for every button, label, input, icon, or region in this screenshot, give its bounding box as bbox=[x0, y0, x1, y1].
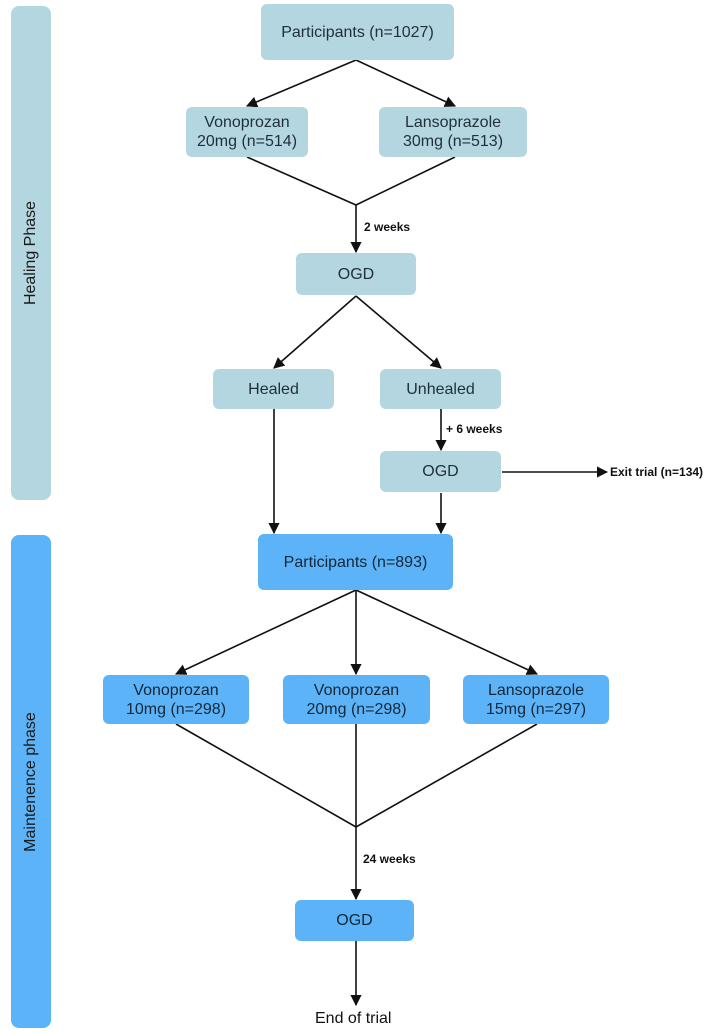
edge-vonoprozan10-converge bbox=[175, 723, 357, 828]
participants-initial-box: Participants (n=1027) bbox=[261, 4, 454, 60]
vonoprozan-20mg-maint-box: Vonoprozan 20mg (n=298) bbox=[283, 675, 430, 724]
end-of-trial-label: End of trial bbox=[315, 1010, 392, 1027]
edge-vonoprozan-converge bbox=[246, 156, 357, 206]
two-weeks-label: 2 weeks bbox=[364, 220, 411, 234]
healing-phase-bar: Healing Phase bbox=[11, 6, 51, 500]
edge-lansoprazole-converge bbox=[355, 156, 456, 206]
vonoprozan-10mg-box: Vonoprozan 10mg (n=298) bbox=[103, 675, 249, 724]
lansoprazole-15mg-box: Lansoprazole 15mg (n=297) bbox=[463, 675, 609, 724]
ogd-box-1: OGD bbox=[296, 253, 416, 295]
ogd-box-2: OGD bbox=[380, 451, 501, 492]
maintenance-phase-bar: Maintenence phase bbox=[11, 535, 51, 1028]
edge-ogd1-to-healed bbox=[273, 295, 357, 369]
participants-maint-box: Participants (n=893) bbox=[258, 534, 453, 590]
exit-trial-label: Exit trial (n=134) bbox=[610, 465, 704, 479]
six-weeks-label: + 6 weeks bbox=[446, 422, 503, 436]
edge-ogd1-to-unhealed bbox=[355, 295, 442, 369]
unhealed-box: Unhealed bbox=[380, 369, 501, 409]
edge-lansoprazole15-converge bbox=[355, 723, 538, 828]
edge-participants-to-lansoprazole bbox=[355, 59, 457, 107]
twenty-four-weeks-label: 24 weeks bbox=[363, 852, 416, 866]
ogd-box-3: OGD bbox=[295, 900, 414, 941]
healed-box: Healed bbox=[213, 369, 334, 409]
edge-participants-to-lansoprazole15 bbox=[355, 589, 539, 675]
vonoprozan-20mg-heal-box: Vonoprozan 20mg (n=514) bbox=[186, 107, 308, 157]
edge-participants-to-vonoprozan10 bbox=[174, 589, 357, 675]
lansoprazole-30mg-box: Lansoprazole 30mg (n=513) bbox=[379, 107, 527, 157]
edge-participants-to-vonoprozan bbox=[245, 59, 357, 108]
